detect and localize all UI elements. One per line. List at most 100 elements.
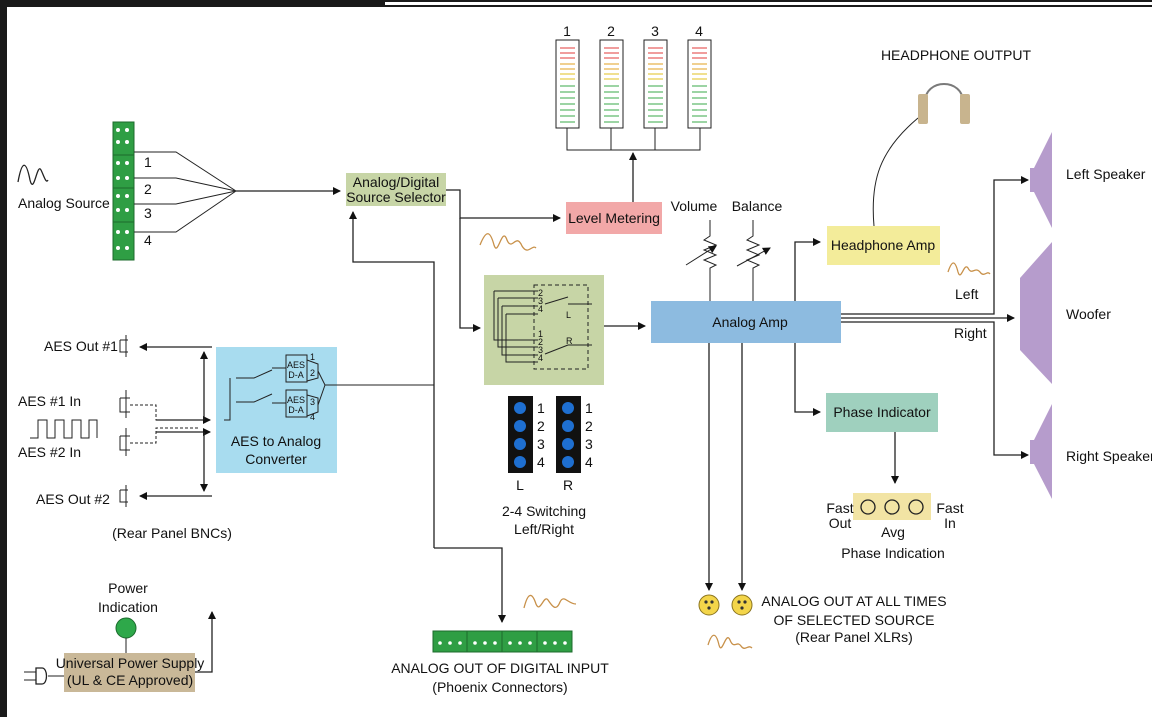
analog-out-xlr-line1: ANALOG OUT AT ALL TIMES — [761, 593, 946, 609]
switch-col-r: R — [563, 477, 573, 493]
conv-ch-2: 2 — [310, 368, 315, 378]
aes-converter-line2: Converter — [245, 451, 307, 467]
phase-indication-label: Phase Indication — [841, 545, 945, 561]
meter-2 — [599, 39, 624, 129]
right-speaker-label: Right Speaker — [1066, 448, 1152, 464]
da-block-2: D-A — [288, 405, 304, 415]
source-input-4: 4 — [144, 232, 152, 248]
top-frame-highlight — [385, 2, 1152, 5]
meter-number-3: 3 — [651, 23, 659, 39]
xlr-connector-icon — [698, 594, 753, 616]
aes-converter-internals — [224, 354, 434, 421]
phoenix-sine-wave-icon — [523, 594, 577, 609]
switch-right-num-4: 4 — [585, 454, 593, 470]
svg-text:3: 3 — [538, 345, 543, 355]
selector-label-line1: Analog/Digital — [353, 174, 439, 190]
rear-panel-bncs-label: (Rear Panel BNCs) — [112, 525, 232, 541]
amp-to-phase-arrow — [794, 343, 821, 416]
converter-to-phoenix-arrow — [434, 547, 506, 623]
analog-out-digital-line2: (Phoenix Connectors) — [432, 679, 567, 695]
xlr-sine-wave-icon — [707, 634, 753, 649]
headphone-output-label: HEADPHONE OUTPUT — [881, 47, 1032, 63]
selector-label-line2: Source Selector — [346, 189, 446, 205]
volume-label: Volume — [671, 198, 718, 214]
avg-label: Avg — [881, 524, 905, 540]
fast-in-line1: Fast — [936, 500, 963, 516]
aes-block-1: AES — [287, 360, 305, 370]
woofer-icon — [1020, 242, 1052, 384]
left-frame-bar — [0, 0, 7, 717]
aes-out-2-label: AES Out #2 — [36, 491, 110, 507]
analog-source-connector — [112, 121, 135, 261]
fast-out-line2: Out — [829, 515, 852, 531]
matrix-label-r: R — [566, 336, 573, 346]
amp-to-headphone-arrow — [794, 238, 821, 301]
phase-indicator-label: Phase Indicator — [833, 404, 931, 420]
svg-text:2: 2 — [538, 288, 543, 298]
switch-right-num-1: 1 — [585, 400, 593, 416]
switching-matrix-box — [484, 275, 604, 385]
phase-led-panel — [853, 493, 931, 520]
source-selector-box — [346, 173, 446, 206]
analog-source-label: Analog Source — [18, 195, 110, 211]
svg-text:3: 3 — [538, 296, 543, 306]
level-metering-label: Level Metering — [568, 210, 660, 226]
headphones-icon — [918, 83, 970, 124]
woofer-label: Woofer — [1066, 306, 1111, 322]
aes-block-2: AES — [287, 395, 305, 405]
psu-label-line1: Universal Power Supply — [56, 655, 205, 671]
meter-1 — [555, 39, 580, 129]
square-wave-icon — [30, 419, 98, 439]
switching-label-line1: 2-4 Switching — [502, 503, 586, 519]
conv-ch-4: 4 — [310, 412, 315, 422]
aes-input-dashed-lines — [130, 404, 198, 444]
switching-label-line2: Left/Right — [514, 521, 574, 537]
aes-converter-line1: AES to Analog — [231, 433, 321, 449]
source-input-3: 3 — [144, 205, 152, 221]
left-channel-label: Left — [955, 286, 978, 302]
right-speaker-icon — [1030, 404, 1052, 499]
svg-text:4: 4 — [538, 304, 543, 314]
right-channel-label: Right — [954, 325, 987, 341]
da-block-1: D-A — [288, 370, 304, 380]
switch-right-num-3: 3 — [585, 436, 593, 452]
switch-left-num-1: 1 — [537, 400, 545, 416]
amp-to-left-speaker-arrow — [841, 176, 1029, 315]
switch-left-num-2: 2 — [537, 418, 545, 434]
svg-text:1: 1 — [538, 329, 543, 339]
switch-col-l: L — [516, 477, 524, 493]
aes-in-2-label: AES #2 In — [18, 444, 81, 460]
source-input-2: 2 — [144, 181, 152, 197]
selector-to-level-arrow — [446, 189, 561, 222]
level-meters — [555, 39, 712, 129]
switch-right-num-2: 2 — [585, 418, 593, 434]
source-input-1: 1 — [144, 154, 152, 170]
meter-number-2: 2 — [607, 23, 615, 39]
analog-amp-label: Analog Amp — [712, 314, 788, 330]
svg-text:4: 4 — [538, 353, 543, 363]
phoenix-connectors — [432, 630, 573, 653]
speaker-sine-wave-icon — [947, 262, 991, 276]
psu-output-arrow — [195, 611, 216, 673]
power-indication-line1: Power — [108, 580, 148, 596]
meter-3 — [643, 39, 668, 129]
balance-potentiometer-icon — [736, 220, 771, 301]
volume-potentiometer-icon — [685, 220, 718, 301]
fast-in-line2: In — [944, 515, 956, 531]
digital-return-arrow — [349, 211, 435, 548]
source-fan-lines — [134, 151, 237, 233]
left-speaker-icon — [1030, 132, 1052, 228]
analog-amp-box — [651, 301, 841, 343]
fast-out-line1: Fast — [826, 500, 853, 516]
conv-ch-1: 1 — [310, 352, 315, 362]
analog-out-xlr-line2: OF SELECTED SOURCE — [773, 612, 934, 628]
analog-out-digital-line1: ANALOG OUT OF DIGITAL INPUT — [391, 660, 609, 676]
meter-number-1: 1 — [563, 23, 571, 39]
switch-left-num-4: 4 — [537, 454, 545, 470]
selector-sine-wave-icon — [479, 233, 537, 251]
bnc-connector-icon — [119, 335, 130, 507]
selector-to-switch-arrow — [459, 218, 481, 332]
svg-text:2: 2 — [538, 337, 543, 347]
switch-left-num-3: 3 — [537, 436, 545, 452]
